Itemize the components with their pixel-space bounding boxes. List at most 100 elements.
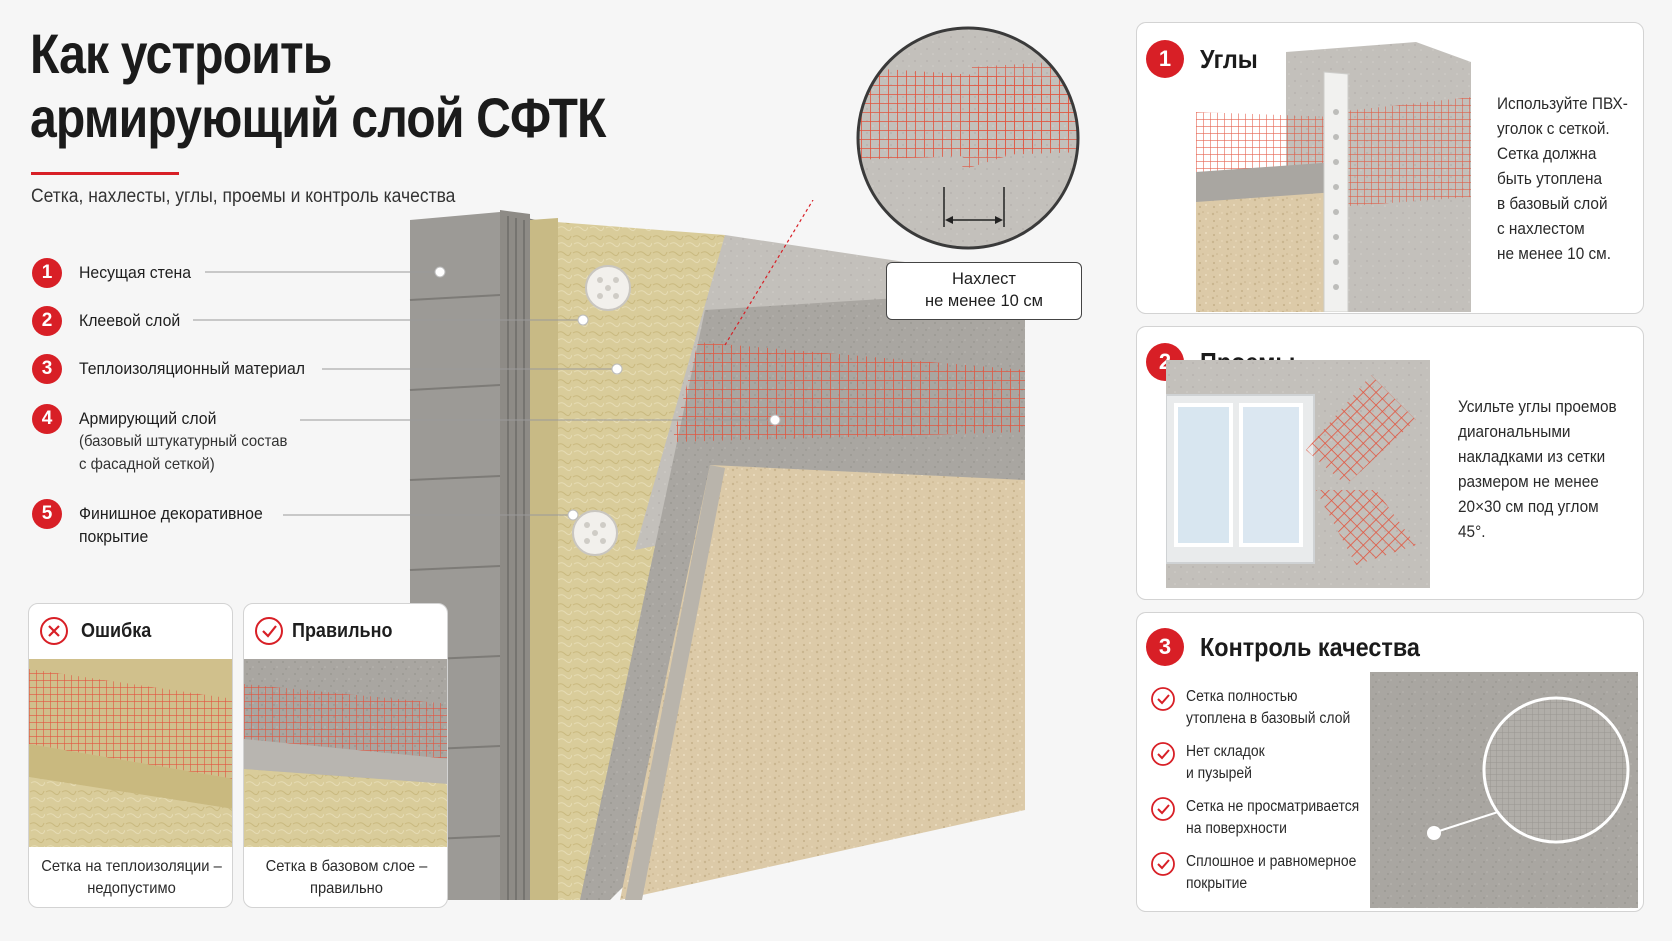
quality-item: Сетка полностью утоплена в базовый слой xyxy=(1150,686,1369,730)
legend-label-main: Финишное декоративное xyxy=(79,504,263,523)
quality-item-text: Нет складок и пузырей xyxy=(1186,741,1265,785)
legend-item-insulation: 3 Теплоизоляционный материал xyxy=(32,354,322,384)
qc-line: утоплена в базовый слой xyxy=(1186,710,1351,727)
legend-label-main: Армирующий слой xyxy=(79,409,217,428)
corners-line: в базовый слой xyxy=(1497,195,1608,213)
leader-dots xyxy=(434,266,781,521)
qc-line: Нет складок xyxy=(1186,743,1265,760)
legend-label-second: покрытие xyxy=(79,527,149,546)
legend-number: 1 xyxy=(32,258,62,288)
wrong-title: Ошибка xyxy=(81,619,152,642)
error-x-icon xyxy=(40,617,68,645)
page-subtitle: Сетка, нахлесты, углы, проемы и контроль… xyxy=(31,186,456,207)
openings-line: Усильте углы проемов xyxy=(1458,398,1617,416)
legend-item-bearing-wall: 1 Несущая стена xyxy=(32,258,200,288)
legend-number: 2 xyxy=(32,306,62,336)
corners-line: Используйте ПВХ- xyxy=(1497,95,1628,113)
quality-item-text: Сетка полностью утоплена в базовый слой xyxy=(1186,686,1350,730)
legend-number: 3 xyxy=(32,354,62,384)
legend-label: Финишное декоративное покрытие xyxy=(79,499,263,548)
right-caption-line-1: Сетка в базовом слое – xyxy=(265,858,428,875)
window-opening-illustration xyxy=(1166,360,1430,588)
overlap-magnifier xyxy=(856,26,1080,250)
corners-line: уголок с сеткой. xyxy=(1497,120,1610,138)
legend-label: Клеевой слой xyxy=(79,311,181,330)
quality-item: Сетка не просматривается на поверхности xyxy=(1150,796,1379,840)
corner-bead-illustration xyxy=(1196,42,1471,312)
legend-item-adhesive: 2 Клеевой слой xyxy=(32,306,188,336)
card-corners-text: Используйте ПВХ- уголок с сеткой. Сетка … xyxy=(1497,92,1628,267)
finish-coat-edge xyxy=(625,465,725,900)
quality-item: Нет складок и пузырей xyxy=(1150,741,1274,785)
dowel-top-holes xyxy=(597,277,619,299)
page-title: Как устроить армирующий слой СФТК xyxy=(30,22,632,150)
right-header: Правильно xyxy=(254,616,404,646)
wrong-caption: Сетка на теплоизоляции – недопустимо xyxy=(37,856,226,900)
title-underline xyxy=(31,172,179,175)
legend-label: Несущая стена xyxy=(79,263,192,282)
openings-line: диагональными xyxy=(1458,423,1571,441)
overlap-label-line-1: Нахлест xyxy=(952,270,1016,288)
insulation-layer xyxy=(530,220,725,900)
check-circle-icon xyxy=(1151,687,1175,711)
corners-line: не менее 10 см. xyxy=(1497,245,1611,263)
qc-line: Сплошное и равномерное xyxy=(1186,853,1357,870)
legend-number: 5 xyxy=(32,499,62,529)
qc-line: на поверхности xyxy=(1186,820,1287,837)
card-openings-text: Усильте углы проемов диагональными накла… xyxy=(1458,395,1617,545)
corners-line: быть утоплена xyxy=(1497,170,1602,188)
corners-line: с нахлестом xyxy=(1497,220,1585,238)
openings-line: размером не менее xyxy=(1458,473,1599,491)
check-circle-icon xyxy=(1151,797,1175,821)
card-number: 3 xyxy=(1146,628,1184,666)
right-caption-line-2: правильно xyxy=(310,880,383,897)
adhesive-ridges xyxy=(507,216,525,900)
wrong-caption-line-1: Сетка на теплоизоляции – xyxy=(41,858,222,875)
legend-item-finish: 5 Финишное декоративное покрытие xyxy=(32,499,277,548)
title-line-2: армирующий слой СФТК xyxy=(30,86,606,149)
right-title: Правильно xyxy=(292,619,393,642)
overlap-leader xyxy=(724,200,814,346)
wrong-mesh-illustration xyxy=(29,659,232,847)
comparison-card-right: Правильно Сетка в базовом слое – правиль… xyxy=(243,603,448,908)
wrong-caption-line-2: недопустимо xyxy=(87,880,176,897)
card-quality-title: Контроль качества xyxy=(1200,631,1420,662)
dowel-bottom-holes xyxy=(584,522,606,544)
check-circle-icon xyxy=(1151,852,1175,876)
card-corners-title: Углы xyxy=(1200,43,1258,74)
legend-note-1: (базовый штукатурный состав xyxy=(79,433,288,450)
right-caption: Сетка в базовом слое – правильно xyxy=(252,856,441,900)
quality-item-text: Сетка не просматривается на поверхности xyxy=(1186,796,1359,840)
qc-line: Сетка не просматривается xyxy=(1186,798,1360,815)
legend-note-2: с фасадной сеткой) xyxy=(79,456,215,473)
right-mesh-illustration xyxy=(244,659,447,847)
check-circle-icon xyxy=(255,617,283,645)
corners-line: Сетка должна xyxy=(1497,145,1597,163)
openings-line: 45°. xyxy=(1458,523,1486,541)
legend-number: 4 xyxy=(32,404,62,434)
card-quality-header: 3 Контроль качества xyxy=(1146,628,1444,666)
legend-label: Армирующий слой (базовый штукатурный сос… xyxy=(79,404,287,476)
qc-line: Сетка полностью xyxy=(1186,688,1298,705)
leader-lines xyxy=(193,271,775,516)
legend-label: Теплоизоляционный материал xyxy=(79,359,306,378)
insulation-edge xyxy=(530,218,558,900)
qc-line: и пузырей xyxy=(1186,765,1252,782)
card-number: 1 xyxy=(1146,40,1184,78)
openings-line: 20×30 см под углом xyxy=(1458,498,1599,516)
quality-item: Сплошное и равномерное покрытие xyxy=(1150,851,1375,895)
surface-texture-illustration xyxy=(1370,672,1638,908)
overlap-label-box: Нахлест не менее 10 см xyxy=(886,262,1082,320)
card-corners-header: 1 Углы xyxy=(1146,40,1264,78)
qc-line: покрытие xyxy=(1186,875,1248,892)
openings-line: накладками из сетки xyxy=(1458,448,1606,466)
title-line-1: Как устроить xyxy=(30,22,332,85)
legend-item-reinforcing: 4 Армирующий слой (базовый штукатурный с… xyxy=(32,404,303,476)
check-circle-icon xyxy=(1151,742,1175,766)
quality-item-text: Сплошное и равномерное покрытие xyxy=(1186,851,1356,895)
comparison-card-wrong: Ошибка Сетка на теплоизоляции – недопуст… xyxy=(28,603,233,908)
wrong-header: Ошибка xyxy=(39,616,159,646)
reinforcing-mesh xyxy=(672,342,1025,442)
finish-coat-face xyxy=(620,465,1025,900)
